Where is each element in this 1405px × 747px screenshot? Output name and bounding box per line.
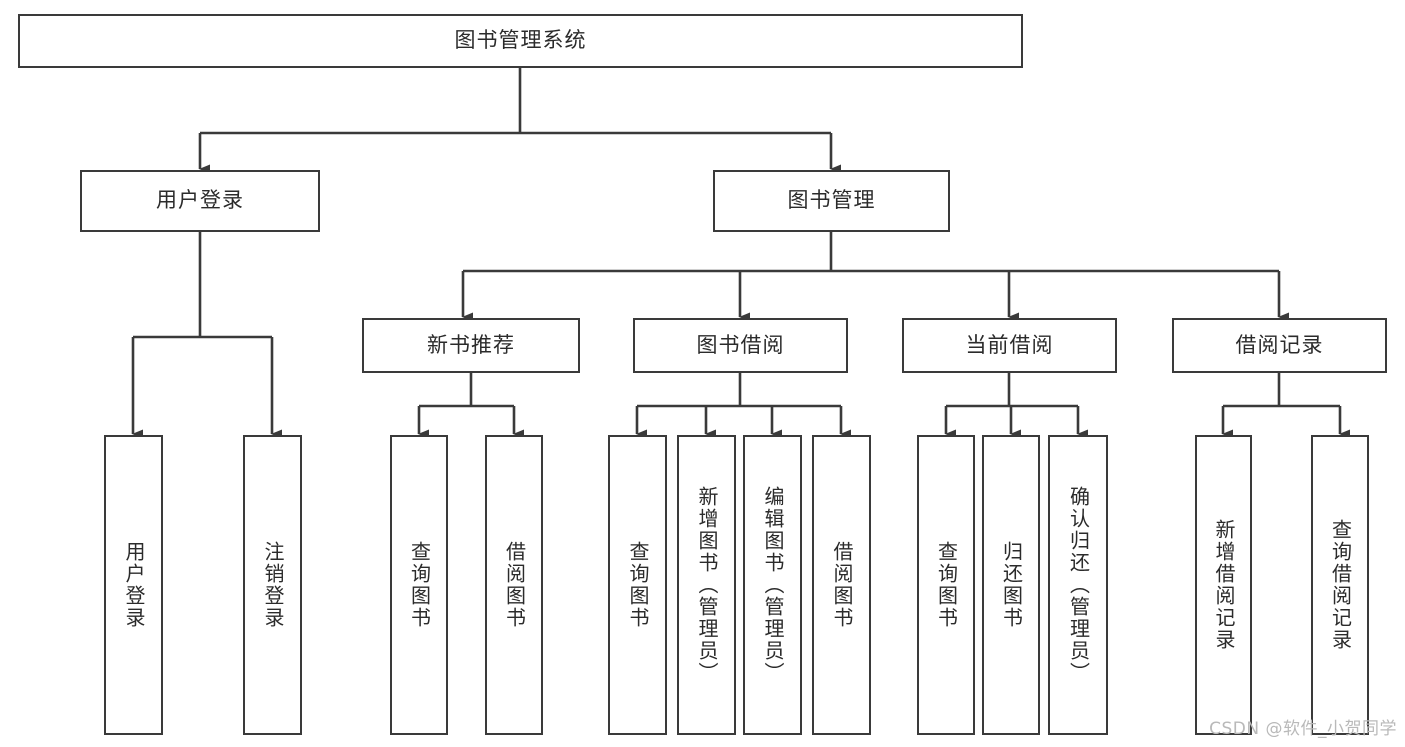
leaf-user-logout[interactable]: 注销登录 <box>243 435 302 735</box>
node-label: 当前借阅 <box>965 332 1054 357</box>
leaf-borrow-add-book-admin[interactable]: 新增图书（管理员） <box>677 435 736 735</box>
node-label: 图书管理 <box>787 188 876 213</box>
leaf-current-return-book[interactable]: 归还图书 <box>982 435 1040 735</box>
leaf-recommend-query-book[interactable]: 查询图书 <box>390 435 448 735</box>
node-label: 新书推荐 <box>427 332 515 357</box>
leaf-borrow-borrow-book[interactable]: 借阅图书 <box>812 435 871 735</box>
node-label: 图书借阅 <box>696 332 785 357</box>
node-label: 查询图书 <box>407 541 432 629</box>
leaf-record-query-borrow-record[interactable]: 查询借阅记录 <box>1311 435 1369 735</box>
node-label: 编辑图书（管理员） <box>761 486 785 684</box>
node-current-borrow[interactable]: 当前借阅 <box>902 318 1117 373</box>
node-label: 新增借阅记录 <box>1212 519 1236 651</box>
node-label: 查询借阅记录 <box>1328 519 1353 651</box>
node-label: 归还图书 <box>999 541 1024 629</box>
leaf-record-add-borrow-record[interactable]: 新增借阅记录 <box>1195 435 1252 735</box>
node-label: 图书管理系统 <box>454 28 587 53</box>
node-label: 查询图书 <box>626 541 650 629</box>
node-label: 确认归还（管理员） <box>1066 486 1091 684</box>
leaf-borrow-edit-book-admin[interactable]: 编辑图书（管理员） <box>743 435 802 735</box>
node-label: 查询图书 <box>934 541 959 629</box>
node-label: 新增图书（管理员） <box>695 486 719 684</box>
node-label: 用户登录 <box>156 188 244 213</box>
node-borrow-record[interactable]: 借阅记录 <box>1172 318 1387 373</box>
leaf-current-query-book[interactable]: 查询图书 <box>917 435 975 735</box>
node-new-book-recommend[interactable]: 新书推荐 <box>362 318 580 373</box>
node-user-login[interactable]: 用户登录 <box>80 170 320 232</box>
node-label: 借阅图书 <box>830 541 854 629</box>
leaf-recommend-borrow-book[interactable]: 借阅图书 <box>485 435 543 735</box>
node-book-management[interactable]: 图书管理 <box>713 170 950 232</box>
node-root-system[interactable]: 图书管理系统 <box>18 14 1023 68</box>
node-label: 注销登录 <box>261 541 285 629</box>
node-book-borrow[interactable]: 图书借阅 <box>633 318 848 373</box>
leaf-current-confirm-return-admin[interactable]: 确认归还（管理员） <box>1048 435 1108 735</box>
leaf-borrow-query-book[interactable]: 查询图书 <box>608 435 667 735</box>
node-label: 借阅记录 <box>1235 332 1324 357</box>
node-label: 用户登录 <box>122 541 146 629</box>
leaf-user-login[interactable]: 用户登录 <box>104 435 163 735</box>
node-label: 借阅图书 <box>502 541 527 629</box>
connector-lines <box>131 68 1350 439</box>
